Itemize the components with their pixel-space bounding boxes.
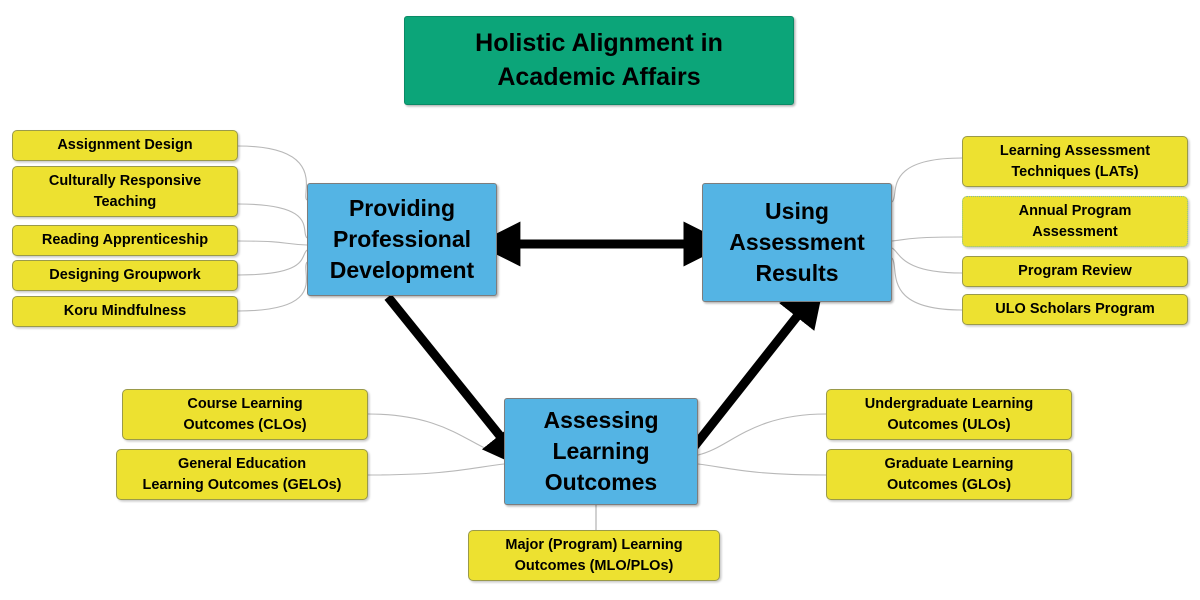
leaf-node-reading-apprenticeship[interactable]: Reading Apprenticeship	[12, 225, 238, 256]
leaf-node-designing-groupwork[interactable]: Designing Groupwork	[12, 260, 238, 291]
right-connectors	[891, 157, 963, 311]
arrow-assessing-to-assessment-results	[686, 281, 825, 455]
leaf-node-graduate-learning-outcomes[interactable]: Graduate Learning Outcomes (GLOs)	[826, 449, 1072, 500]
leaf-node-koru-mindfulness[interactable]: Koru Mindfulness	[12, 296, 238, 327]
diagram-title: Holistic Alignment in Academic Affairs	[404, 16, 794, 105]
core-node-using-assessment-results[interactable]: Using Assessment Results	[702, 183, 892, 302]
bottom-left-connectors	[367, 413, 505, 476]
leaf-node-culturally-responsive-teaching[interactable]: Culturally Responsive Teaching	[12, 166, 238, 217]
leaf-node-learning-assessment-techniques[interactable]: Learning Assessment Techniques (LATs)	[962, 136, 1188, 187]
bottom-right-connectors	[697, 413, 827, 476]
leaf-node-undergraduate-learning-outcomes[interactable]: Undergraduate Learning Outcomes (ULOs)	[826, 389, 1072, 440]
leaf-node-annual-program-assessment[interactable]: Annual Program Assessment	[962, 196, 1188, 247]
leaf-node-assignment-design[interactable]: Assignment Design	[12, 130, 238, 161]
left-connectors	[237, 145, 308, 312]
core-node-assessing-learning-outcomes[interactable]: Assessing Learning Outcomes	[504, 398, 698, 505]
leaf-node-program-review[interactable]: Program Review	[962, 256, 1188, 287]
core-node-providing-professional-development[interactable]: Providing Professional Development	[307, 183, 497, 296]
leaf-node-major-program-learning-outcomes[interactable]: Major (Program) Learning Outcomes (MLO/P…	[468, 530, 720, 581]
leaf-node-course-learning-outcomes[interactable]: Course Learning Outcomes (CLOs)	[122, 389, 368, 440]
leaf-node-general-education-learning-outcomes[interactable]: General Education Learning Outcomes (GEL…	[116, 449, 368, 500]
arrow-pd-to-assessing-learning-outcomes	[384, 294, 528, 471]
leaf-node-ulo-scholars-program[interactable]: ULO Scholars Program	[962, 294, 1188, 325]
